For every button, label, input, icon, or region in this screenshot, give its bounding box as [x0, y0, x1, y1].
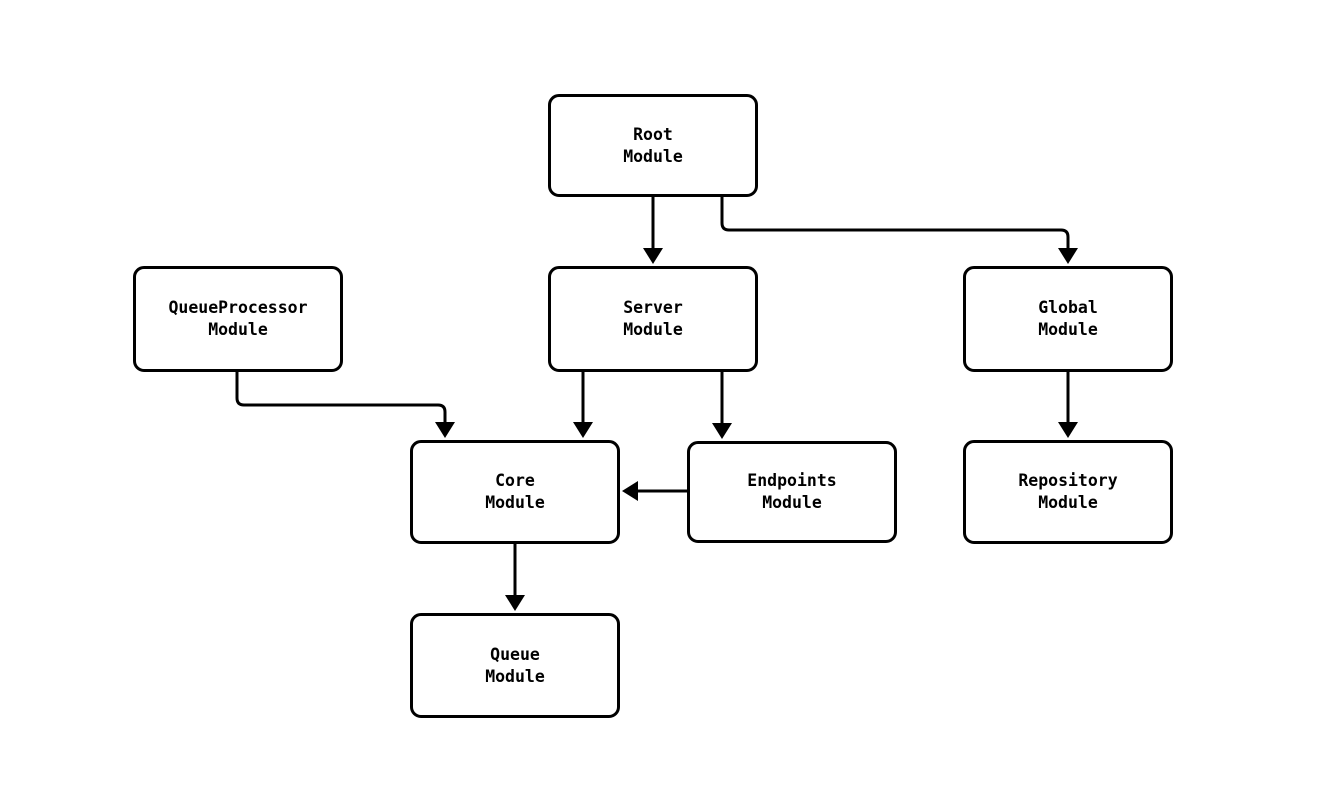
node-label-name: QueueProcessor: [168, 298, 308, 317]
node-label-type: Module: [208, 320, 268, 339]
edge-queueprocessor-to-core: [235, 372, 447, 432]
node-label-type: Module: [1038, 320, 1098, 339]
node-label-name: Queue: [490, 644, 540, 664]
edge-root-to-global: [720, 197, 1070, 258]
node-label-type: Module: [762, 493, 822, 512]
node-label-type: Module: [623, 320, 683, 339]
node-label-name: Root: [633, 124, 673, 144]
node-label-name: Core: [495, 471, 535, 490]
node-label-name: Global: [1038, 298, 1098, 317]
arrowhead-root-to-server: [643, 248, 663, 264]
arrowhead-server-to-core: [573, 422, 593, 438]
arrowhead-server-to-endpoints: [712, 423, 732, 439]
node-label-name: Endpoints: [747, 471, 837, 490]
arrowhead-endpoints-to-core: [622, 481, 638, 501]
arrowhead-root-to-global: [1058, 248, 1078, 264]
arrowhead-core-to-queue: [505, 595, 525, 611]
node-label-type: Module: [623, 146, 683, 166]
node-label-type: Module: [485, 666, 545, 686]
arrowhead-queueprocessor-to-core: [435, 422, 455, 438]
node-label-name: Server: [623, 298, 683, 317]
node-label-type: Module: [485, 493, 545, 512]
node-label-type: Module: [1038, 493, 1098, 512]
node-label-name: Repository: [1018, 471, 1118, 490]
arrowhead-global-to-repository: [1058, 422, 1078, 438]
